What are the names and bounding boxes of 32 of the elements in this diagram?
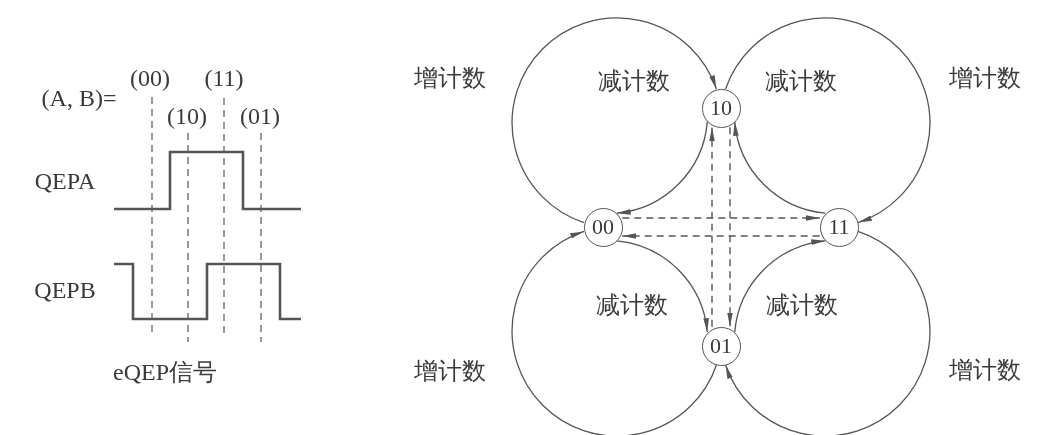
state-code-label: (00) [130,66,170,90]
state-node: 00 [583,207,623,247]
count-direction-label: 增计数 [949,66,1021,90]
count-direction-label: 增计数 [414,359,486,383]
state-node: 01 [701,326,741,366]
arrow [511,17,718,224]
count-direction-label: 减计数 [766,293,838,317]
dashed-arrow [621,215,821,221]
arrow [724,230,931,435]
arrow [734,240,826,333]
count-direction-label: 减计数 [765,69,837,93]
count-direction-label: 增计数 [414,66,486,90]
arrow [511,230,718,435]
waveform-caption: eQEP信号 [113,360,217,384]
count-direction-label: 增计数 [949,358,1021,382]
count-direction-label: 减计数 [596,293,668,317]
arrow [734,121,826,214]
arrow [616,240,708,333]
state-node: 10 [701,88,741,128]
dashed-arrow [621,233,821,239]
arrow [616,121,708,214]
state-code-label: (11) [204,66,244,90]
signal-name: QEPA [34,169,96,193]
dashed-arrow [709,126,715,328]
signal-name: QEPB [34,278,96,302]
arrow [724,17,931,224]
state-code-label: (01) [240,104,280,128]
count-direction-label: 减计数 [598,69,670,93]
signal-pair-label: (A, B)= [41,86,117,110]
state-code-label: (10) [167,104,207,128]
dashed-arrow [727,126,733,328]
state-node: 11 [819,207,859,247]
